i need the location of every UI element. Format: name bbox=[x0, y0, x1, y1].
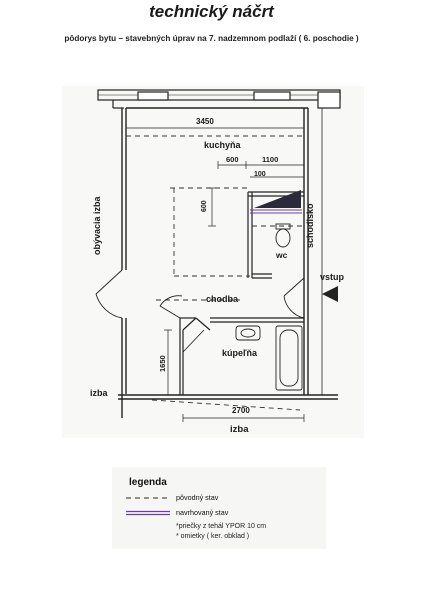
room-label-hallway: chodba bbox=[206, 294, 239, 304]
wc-toilet bbox=[275, 223, 291, 248]
room-label-living-room: obývacia izba bbox=[92, 195, 102, 255]
dimension-lines bbox=[125, 124, 305, 422]
bathtub bbox=[275, 325, 303, 391]
dim-bath-height: 1650 bbox=[158, 355, 167, 372]
dim-kitchen-c: 100 bbox=[254, 171, 266, 178]
legend-title: legenda bbox=[129, 477, 167, 488]
legend: legenda pôvodný stav navrhovaný stav *pr… bbox=[112, 467, 326, 549]
dim-width-total: 3450 bbox=[196, 117, 214, 126]
legend-sample-original bbox=[126, 497, 170, 499]
bathroom-sink bbox=[235, 325, 261, 341]
original-walls-dashed bbox=[126, 135, 304, 411]
room-label-room-bottom: izba bbox=[230, 424, 249, 435]
outer-walls bbox=[118, 107, 338, 418]
legend-sample-proposed bbox=[126, 510, 170, 516]
room-label-kitchen: kuchyňa bbox=[204, 140, 242, 150]
legend-label-proposed: navrhovaný stav bbox=[176, 508, 229, 517]
dim-bath-width: 2700 bbox=[232, 406, 250, 415]
dim-kitchen-b: 1100 bbox=[262, 155, 278, 164]
dim-kitchen-depth: 600 bbox=[201, 200, 208, 212]
page-subtitle: pôdorys bytu – stavebných úprav na 7. na… bbox=[64, 34, 359, 43]
legend-label-original: pôvodný stav bbox=[176, 493, 219, 502]
room-label-staircase: schodisko bbox=[305, 203, 315, 248]
legend-note-plaster: * omietky ( ker. obklad ) bbox=[176, 533, 250, 540]
legend-note-bricks: *priečky z tehál YPOR 10 cm bbox=[176, 523, 267, 530]
dim-kitchen-a: 600 bbox=[226, 155, 239, 164]
room-label-wc: wc bbox=[275, 250, 288, 260]
inner-walls bbox=[179, 191, 304, 395]
floor-plan-background bbox=[62, 86, 364, 438]
room-label-bathroom: kúpeľňa bbox=[222, 348, 258, 358]
page-title: technický náčrt bbox=[149, 2, 274, 21]
door-swings bbox=[95, 269, 305, 353]
top-wall bbox=[97, 89, 341, 109]
room-label-entrance: vstup bbox=[320, 272, 345, 282]
entrance-arrow bbox=[322, 286, 338, 302]
kitchen-counter bbox=[254, 190, 301, 208]
proposed-walls bbox=[250, 209, 302, 214]
room-label-room-left: izba bbox=[90, 388, 108, 398]
